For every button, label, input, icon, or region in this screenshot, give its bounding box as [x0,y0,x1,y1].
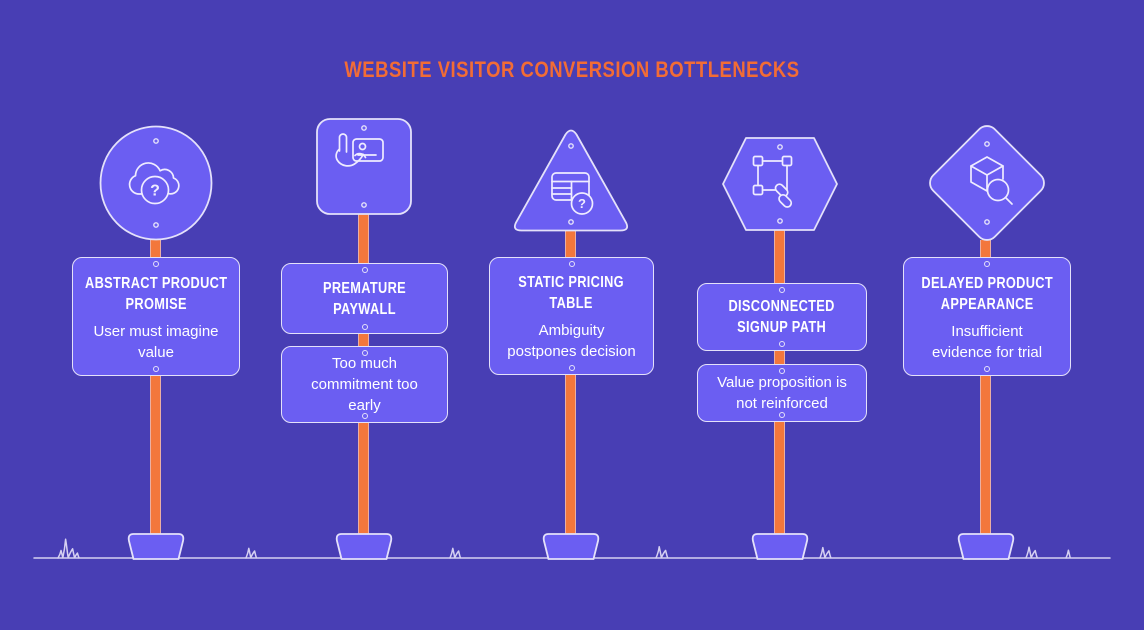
screw [984,261,990,267]
signpost-base [127,533,185,560]
grass-icon [245,547,258,559]
diamond-sign [929,125,1045,241]
cube-search-icon [970,156,1013,205]
grass-icon [819,546,832,559]
screw [153,366,159,372]
sign-board-static-pricing-table: STATIC PRICING TABLE Ambiguity postpones… [489,257,654,375]
screw [153,261,159,267]
screw [779,412,785,418]
sign-board-premature-paywall: PREMATURE PAYWALL [281,263,448,334]
page-title-text: WEBSITE VISITOR CONVERSION BOTTLENECKS [344,57,800,82]
screw [779,287,785,293]
screw [568,143,574,149]
signpost-base [957,533,1015,560]
sign-board-delayed-product-appearance: DELAYED PRODUCT APPEARANCE Insufficient … [903,257,1071,376]
sign-subtitle: Insufficient evidence for trial [931,322,1043,361]
screw [984,141,990,147]
signpost-pole [980,240,991,534]
page-title: WEBSITE VISITOR CONVERSION BOTTLENECKS [0,57,1144,83]
screw [361,267,368,273]
screw [779,341,785,347]
sign-subtitle: Ambiguity postpones decision [507,322,636,360]
signpost-base [751,533,809,560]
pricing-table-question-icon: ? [551,172,594,215]
screw [777,144,783,150]
signpost-pole [565,230,576,534]
screw [153,138,159,144]
hand-card-icon [335,133,384,167]
circle-sign: ? [99,125,213,241]
screw [361,202,367,208]
sign-board-abstract-product-promise: ABSTRACT PRODUCT PROMISE User must imagi… [72,257,240,376]
selection-link-icon [752,155,793,208]
grass-icon [1025,546,1038,559]
cloud-question-icon: ? [128,162,180,205]
sign-title: STATIC PRICING TABLE [518,274,625,312]
screw [361,413,368,419]
sign-board-disconnected-signup-path: DISCONNECTED SIGNUP PATH [697,283,867,351]
screw [568,365,575,371]
screw [777,218,783,224]
svg-text:?: ? [578,196,586,211]
sign-title: ABSTRACT PRODUCT PROMISE [84,274,228,313]
signpost-base [335,533,393,560]
sign-title: PREMATURE PAYWALL [323,279,406,318]
grass-icon [449,547,462,559]
screw [779,368,785,374]
grass-icon [655,546,669,559]
grass-icon [1065,549,1071,559]
sign-subtitle: Too much commitment too early [311,355,418,414]
sign-title: DELAYED PRODUCT APPEARANCE [921,274,1053,313]
sign-title: DISCONNECTED SIGNUP PATH [728,298,836,336]
sign-board-disconnected-signup-path-note: Value proposition is not reinforced [697,364,867,422]
signpost-pole [150,238,161,534]
hexagon-sign [722,137,838,231]
triangle-sign: ? [513,129,629,232]
screw [153,222,159,228]
screw [361,324,368,330]
screw [984,219,990,225]
square-sign [316,118,412,215]
sign-board-premature-paywall-note: Too much commitment too early [281,346,448,423]
sign-subtitle: Value proposition is not reinforced [717,374,847,412]
screw [361,125,367,131]
grass-icon [57,538,80,559]
screw [568,261,575,267]
screw [568,219,574,225]
signpost-base [542,533,600,560]
screw [984,366,990,372]
screw [361,350,368,356]
sign-subtitle: User must imagine value [93,322,219,361]
svg-text:?: ? [150,183,160,200]
